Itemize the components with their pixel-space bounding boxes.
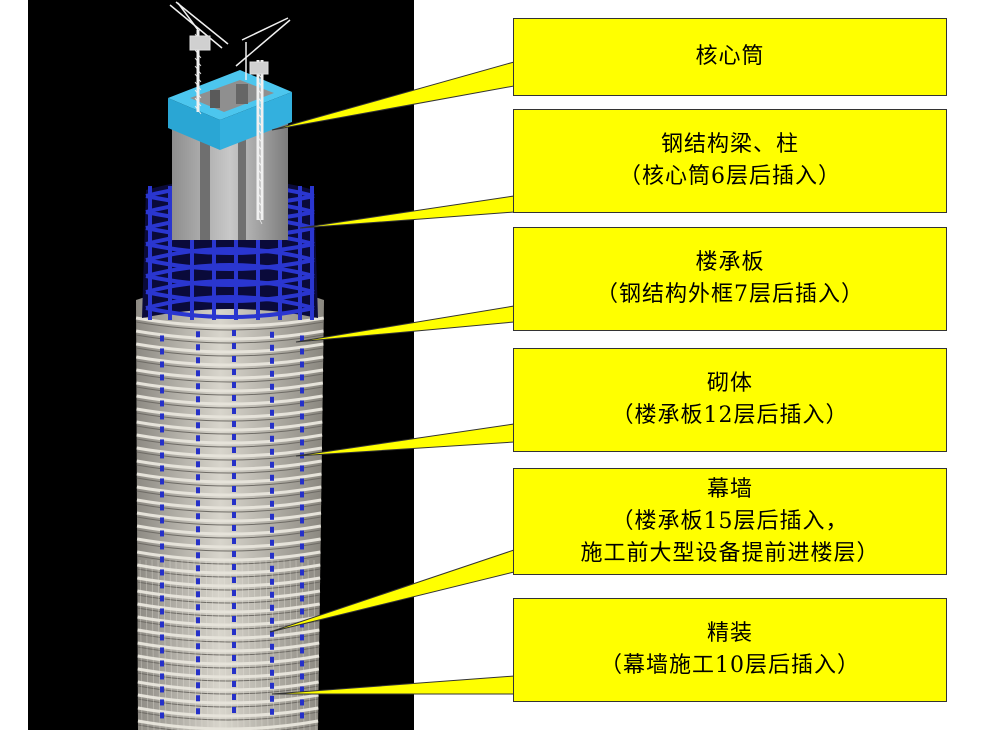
curtain-wall-mesh [139, 559, 317, 730]
callout-note: （钢结构外框7层后插入） [596, 282, 864, 307]
callout-interior-finish: 精装 （幕墙施工10层后插入） [513, 598, 947, 702]
callout-note: （楼承板12层后插入） [611, 403, 849, 428]
callout-title: 精装 [706, 621, 753, 646]
tower-cranes [169, 1, 291, 225]
callout-note-2: 施工前大型设备提前进楼层） [580, 540, 880, 566]
callout-leaders [269, 61, 515, 695]
callout-note: （核心筒6层后插入） [619, 164, 841, 189]
callout-note: （楼承板15层后插入， [611, 508, 849, 534]
callout-title: 砌体 [706, 371, 753, 396]
callout-note: （幕墙施工10层后插入） [600, 653, 860, 678]
core-tube [168, 70, 292, 240]
steel-column-markers [160, 330, 304, 719]
callout-title: 幕墙 [706, 476, 753, 502]
callout-core-tube: 核心筒 [513, 18, 947, 96]
callout-masonry: 砌体 （楼承板12层后插入） [513, 348, 947, 452]
callout-floor-deck: 楼承板 （钢结构外框7层后插入） [513, 227, 947, 331]
callout-curtain-wall: 幕墙 （楼承板15层后插入， 施工前大型设备提前进楼层） [513, 468, 947, 575]
callout-title: 核心筒 [695, 44, 765, 69]
callout-steel-beams-columns: 钢结构梁、柱 （核心筒6层后插入） [513, 109, 947, 213]
callout-title: 钢结构梁、柱 [660, 132, 799, 157]
callout-title: 楼承板 [695, 250, 765, 275]
